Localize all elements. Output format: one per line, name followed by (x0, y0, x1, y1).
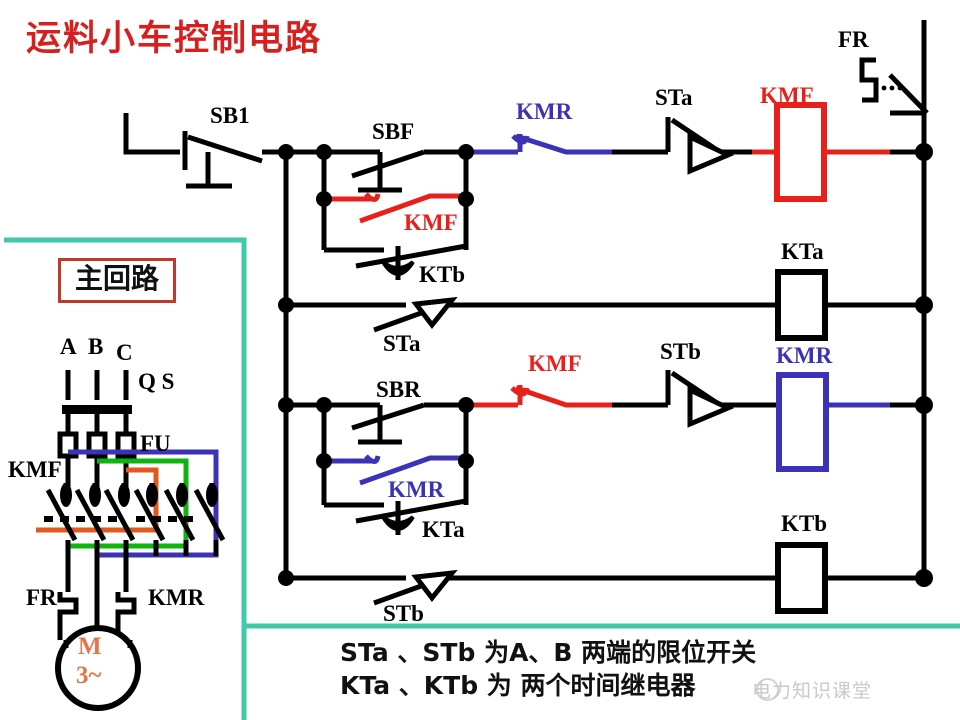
pole1-blade (45, 488, 78, 542)
fr-dots (881, 85, 903, 91)
sb1-label: SB1 (210, 103, 250, 128)
kmf-coil-label: KMF (760, 83, 814, 108)
fr-heater-a (57, 592, 79, 640)
stb-nc-roller-triangle-row3 (687, 386, 735, 428)
kta-delay-arrowhead (381, 515, 415, 531)
fr-heater-c (115, 592, 137, 640)
main-circuit-box-title: 主回路 (58, 258, 177, 303)
sb1-blade (187, 134, 263, 164)
pole4-blade (133, 488, 166, 542)
phase-b-label: B (88, 334, 104, 359)
kmf-interlock-label: KMF (528, 351, 582, 376)
caption-block: STa 、STb 为A、B 两端的限位开关 KTa 、KTb 为 两个时间继电器 (340, 636, 756, 702)
caption-line-2: KTa 、KTb 为 两个时间继电器 (340, 671, 696, 700)
ktb-delay-arrowhead (381, 260, 415, 276)
sta-nc-label-row1: STa (655, 85, 693, 110)
phase-a-label: A (60, 334, 77, 359)
kmf-main-contactor-label: KMF (8, 457, 62, 482)
caption-line-1: STa 、STb 为A、B 两端的限位开关 (340, 638, 757, 667)
ktb-contact-label: KTb (419, 262, 466, 287)
kta-coil-label: KTa (781, 239, 824, 264)
fr-contact-label: FR (838, 27, 869, 52)
sbr-blade (351, 402, 425, 431)
ktb-coil-label: KTb (781, 511, 828, 536)
kmr-coil-symbol (776, 372, 924, 472)
motor-symbol-circle (55, 625, 141, 711)
stb-no-label-row4: STb (383, 601, 424, 626)
sbf-blade (351, 149, 425, 179)
supply-lead-left (123, 113, 180, 155)
kmr-interlock-contact-row1 (466, 133, 612, 155)
main-circuit-enclosure-border (4, 237, 960, 720)
fr-blade (888, 73, 929, 115)
pole6-blade (193, 488, 226, 542)
kmf-holding-label: KMF (404, 210, 458, 235)
fr-heater-element (859, 57, 879, 103)
sbr-label: SBR (376, 377, 421, 402)
sbf-label: SBF (372, 119, 415, 144)
motor-phase-label: 3~ (76, 662, 102, 689)
kta-contact-label: KTa (422, 517, 465, 542)
disconnect-switch-label: Q S (138, 369, 175, 394)
ktb-blade (355, 243, 467, 269)
qs-linkage-bar (62, 405, 132, 414)
motor-letter-label: M (78, 633, 102, 660)
phase-c-label: C (116, 340, 133, 365)
pole2-blade (74, 488, 107, 542)
kmr-coil-label: KMR (776, 343, 833, 368)
kta-blade (355, 498, 467, 524)
page-title: 运料小车控制电路 (26, 19, 323, 59)
sta-nc-roller-triangle-row1 (687, 133, 735, 175)
fuse-label: FU (140, 431, 171, 456)
stb-no-roller-triangle-row4 (411, 569, 458, 603)
contactor-mechanical-link-dots (44, 516, 193, 522)
pole3-blade (103, 488, 136, 542)
ktb-coil-symbol (775, 542, 828, 614)
junction-dots (278, 143, 933, 587)
kmr-holding-label: KMR (388, 477, 445, 502)
sta-no-label-row2: STa (383, 331, 421, 356)
kmf-coil-symbol (752, 102, 924, 202)
watermark-logo-icon (756, 678, 779, 701)
fr-main-label: FR (26, 585, 57, 610)
kmf-interlock-contact-row3 (466, 385, 612, 408)
kta-coil-symbol (775, 269, 828, 341)
kmr-main-contactor-label: KMR (148, 585, 205, 610)
watermark-text: 电力知识课堂 (752, 680, 873, 702)
contactor-poles (45, 483, 226, 592)
sta-no-roller-triangle-row2 (411, 296, 458, 330)
pole5-blade (163, 488, 196, 542)
stb-nc-label-row3: STb (660, 339, 701, 364)
kmr-interlock-label: KMR (516, 99, 573, 124)
contactor-fixed-contacts (60, 483, 218, 507)
